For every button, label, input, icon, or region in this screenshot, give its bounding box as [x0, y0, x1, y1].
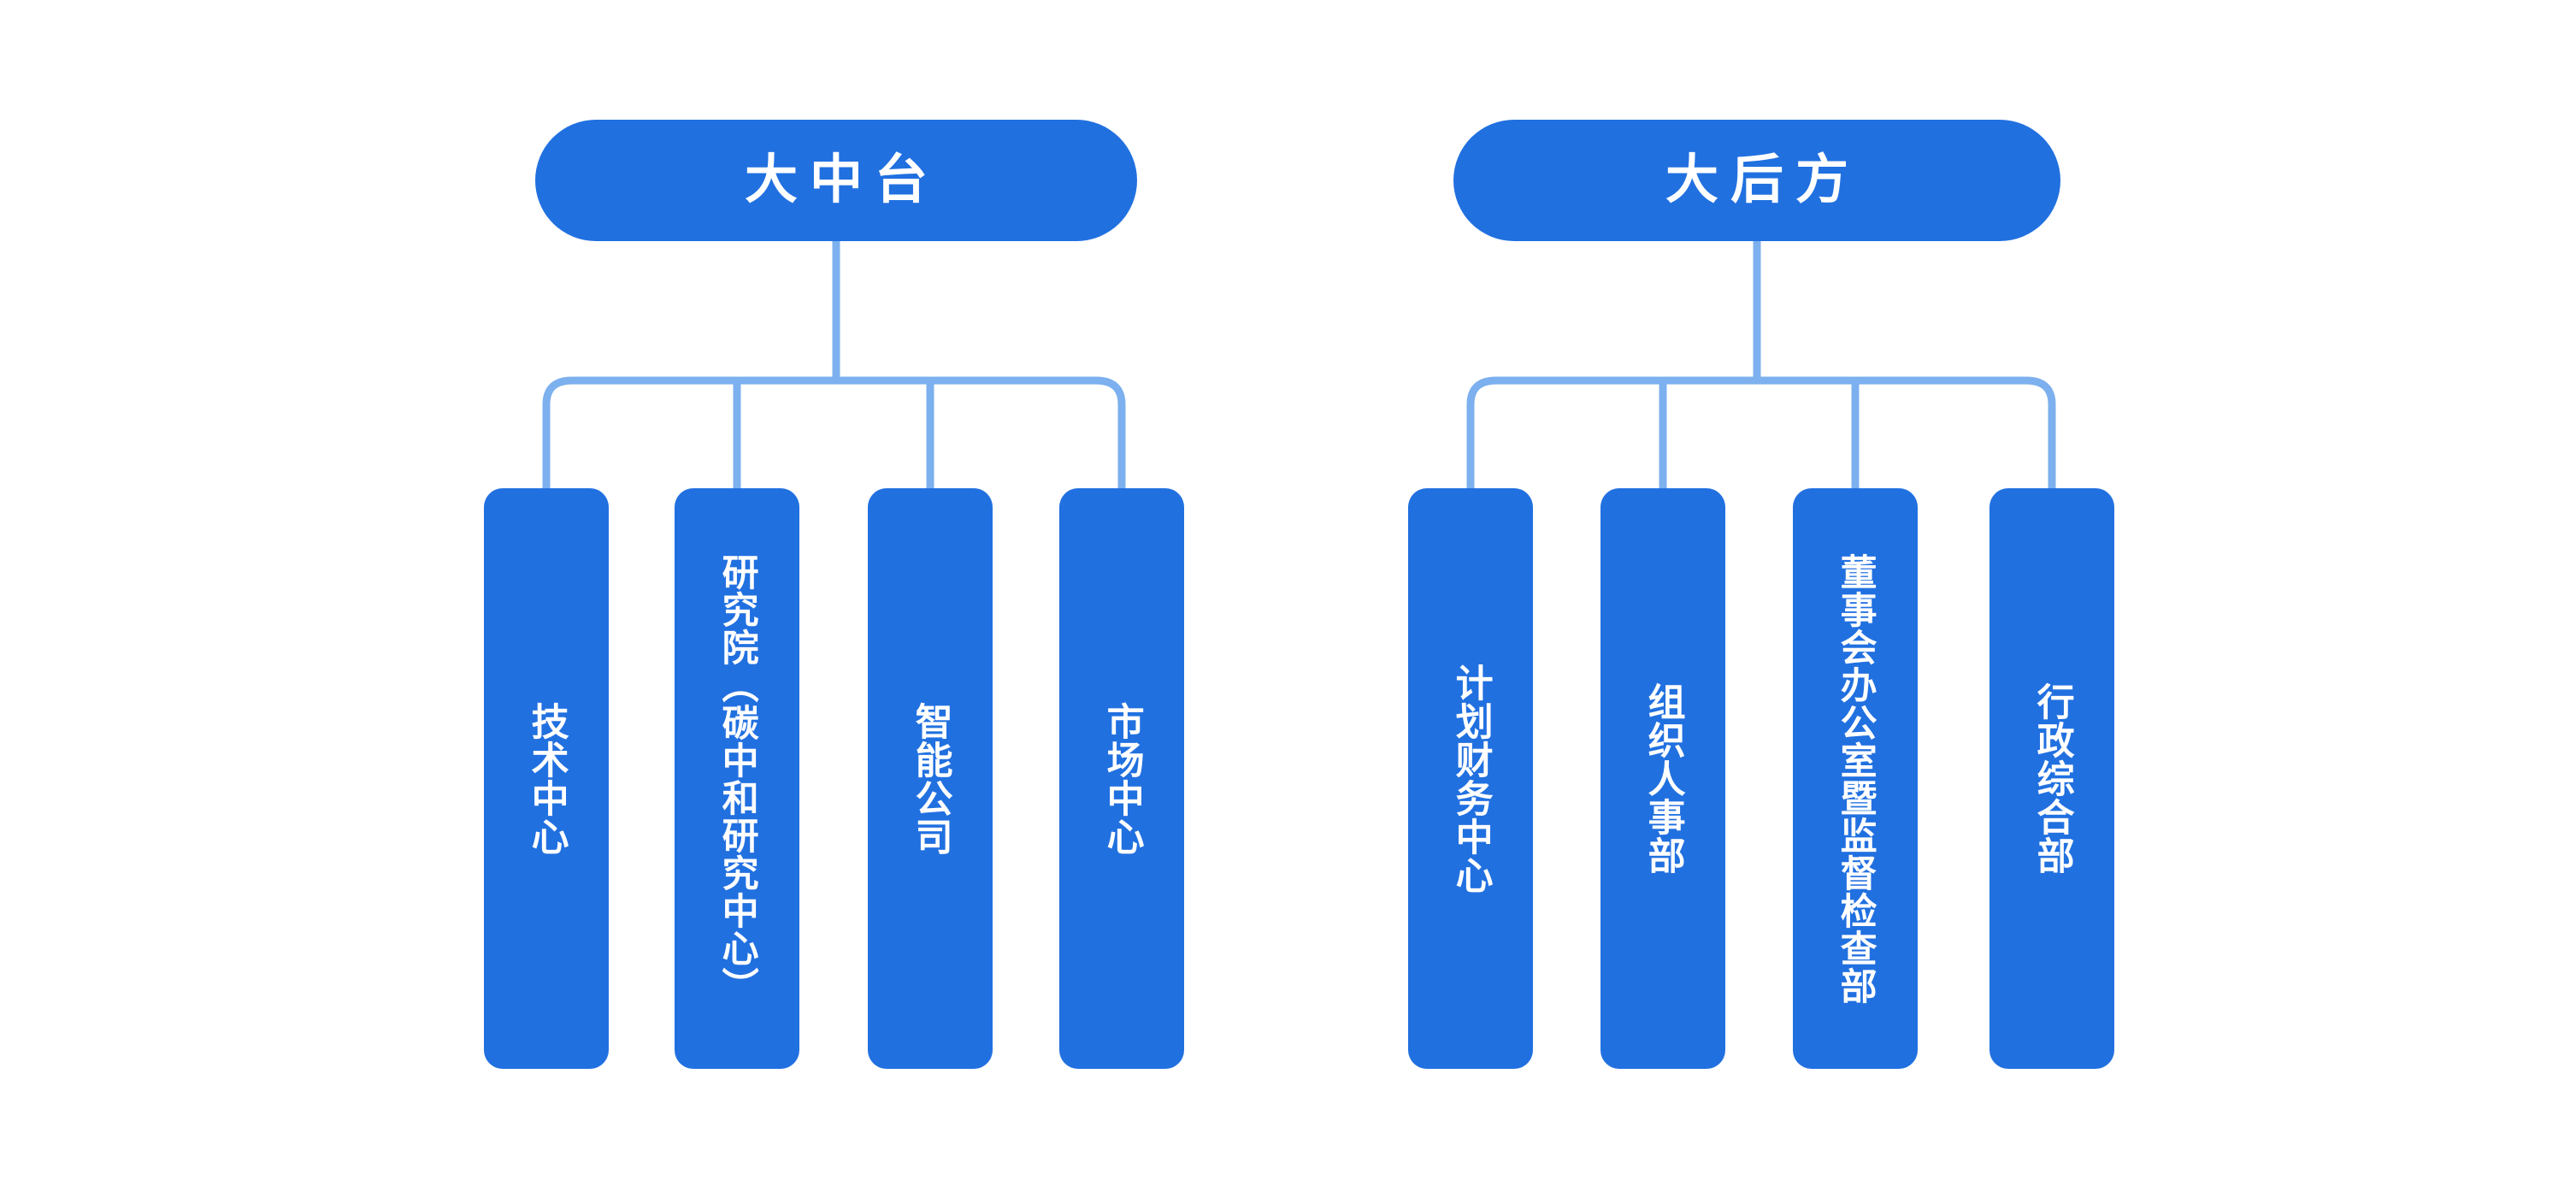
node-shi-chang-zhong-xin[interactable]: 市场中心 — [1059, 488, 1184, 1069]
node-zu-zhi-ren-shi-bu[interactable]: 组织人事部 — [1600, 488, 1725, 1069]
node-label: 董事会办公室暨监督检查部 — [1835, 552, 1877, 1005]
node-dong-shi-hui-ban-gong-shi[interactable]: 董事会办公室暨监督检查部 — [1793, 488, 1918, 1069]
node-xing-zheng-zong-he-bu[interactable]: 行政综合部 — [1989, 488, 2114, 1069]
node-label: 计划财务中心 — [1449, 663, 1492, 894]
node-ji-shu-zhong-xin[interactable]: 技术中心 — [484, 488, 609, 1069]
node-label: 智能公司 — [909, 701, 952, 856]
node-ji-hua-cai-wu-zhong-xin[interactable]: 计划财务中心 — [1408, 488, 1533, 1069]
group-header-label: 大中台 — [744, 150, 940, 209]
group-header-label: 大后方 — [1665, 150, 1860, 209]
bus-group-2 — [1466, 376, 2056, 492]
node-label: 技术中心 — [525, 701, 568, 856]
node-zhi-neng-gong-si[interactable]: 智能公司 — [868, 488, 993, 1069]
node-label: 组织人事部 — [1642, 682, 1684, 875]
node-yan-jiu-yuan[interactable]: 研究院（碳中和研究中心） — [675, 488, 799, 1069]
node-label: 市场中心 — [1100, 701, 1143, 856]
bus-group-1 — [542, 376, 1126, 492]
node-label: 研究院（碳中和研究中心） — [716, 552, 758, 1005]
group-header-da-hou-fang[interactable]: 大后方 — [1453, 120, 2060, 241]
node-label: 行政综合部 — [2031, 682, 2073, 875]
group-header-da-zhong-tai[interactable]: 大中台 — [535, 120, 1137, 241]
